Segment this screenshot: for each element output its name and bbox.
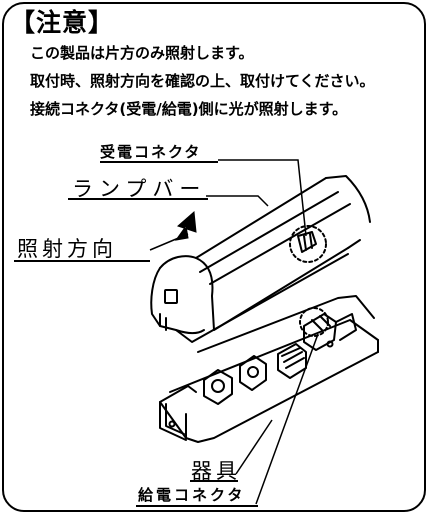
label-lamp-bar: ランプバー [72, 177, 207, 201]
label-feeding-connector: 給電コネクタ [138, 486, 246, 504]
leader-direction [149, 233, 189, 251]
notice-line-3: 接続コネクタ(受電/給電)側に光が照射します。 [30, 100, 348, 118]
underline-fixture [190, 480, 238, 482]
notice-line-2: 取付時、照射方向を確認の上、取付けてください。 [30, 72, 375, 90]
fixture-body [159, 295, 379, 443]
leader-lamp [206, 195, 269, 207]
label-receiving-connector: 受電コネクタ [100, 143, 202, 161]
label-fixture: 器具 [191, 459, 241, 483]
notice-title: 【注意】 [10, 8, 115, 37]
leader-receiving [218, 159, 307, 237]
leader-feeding [255, 333, 319, 505]
notice-frame [2, 2, 426, 512]
leader-fixture [235, 419, 273, 475]
underline-feeding [136, 505, 258, 507]
label-irradiation-direction: 照射方向 [17, 237, 117, 261]
notice-line-1: この製品は片方のみ照射します。 [30, 44, 254, 62]
lamp-bar-body [150, 175, 371, 343]
underline-direction [14, 260, 150, 262]
direction-arrow-icon [174, 210, 197, 241]
underline-lamp [68, 198, 208, 200]
underline-receiving [100, 161, 218, 163]
